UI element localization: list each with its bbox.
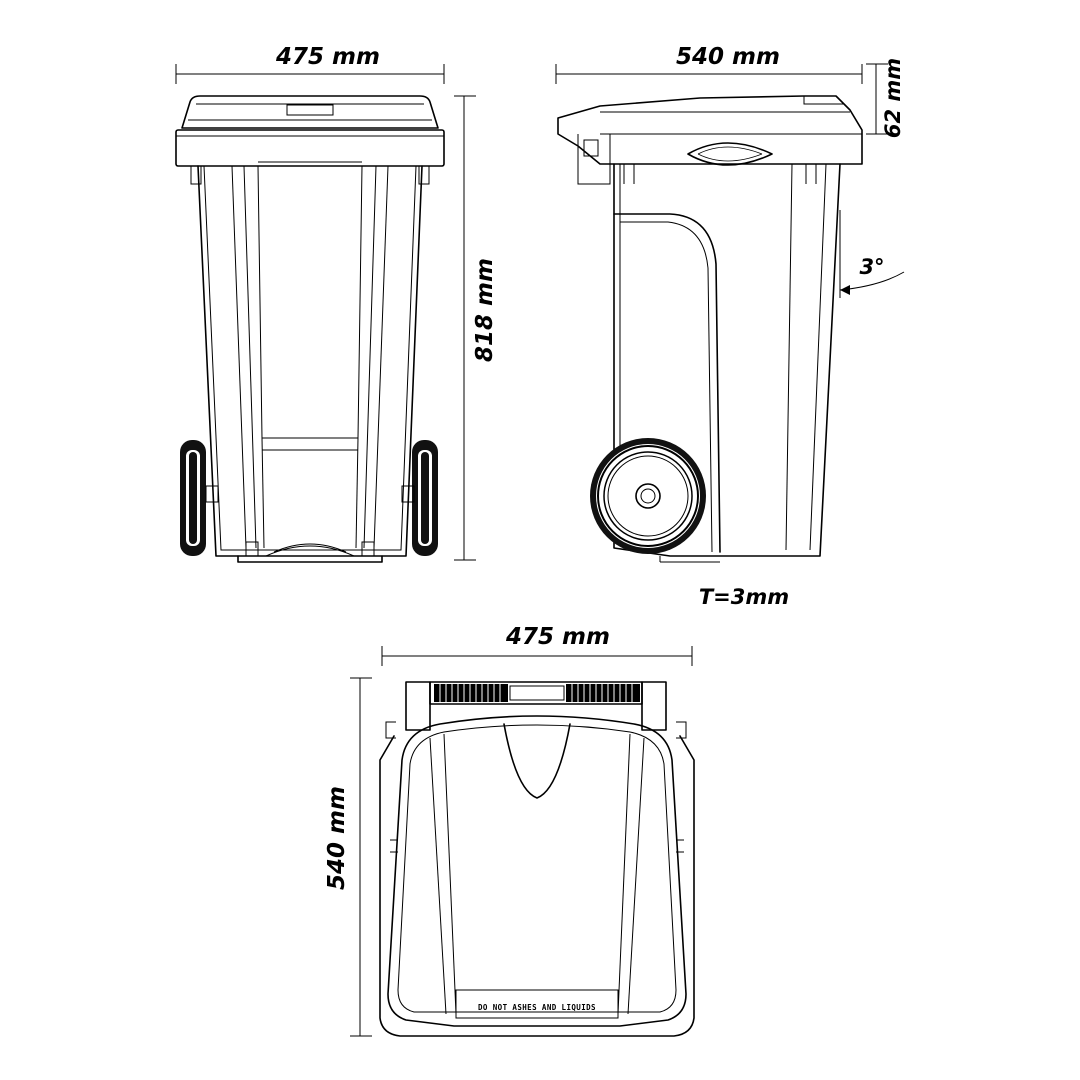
side-lid-height-label: 62 mm: [881, 58, 905, 138]
front-wheel-left: [180, 440, 219, 556]
top-lid: DO NOT ASHES AND LIQUIDS: [387, 715, 687, 1027]
side-lid-height-dimension: 62 mm: [866, 58, 905, 138]
side-view: 540 mm 62 mm: [555, 44, 905, 609]
top-view: 475 mm 540 mm: [324, 624, 695, 1037]
top-width-label: 475 mm: [505, 624, 610, 650]
front-lid: [175, 95, 445, 185]
lid-warning-text: DO NOT ASHES AND LIQUIDS: [478, 1003, 596, 1012]
side-angle-label: 3°: [859, 255, 884, 279]
front-body: [197, 161, 423, 563]
front-width-dimension: 475 mm: [175, 44, 445, 84]
front-height-dimension: 818 mm: [454, 95, 498, 561]
front-height-label: 818 mm: [472, 258, 498, 362]
side-lid: [557, 95, 863, 185]
side-body: [613, 163, 841, 563]
front-wheel-right: [401, 440, 438, 556]
side-wheel: [590, 438, 706, 554]
thickness-label: T=3mm: [699, 585, 789, 609]
top-body-outline: [379, 735, 695, 1037]
side-depth-dimension: 540 mm: [555, 44, 863, 84]
front-width-label: 475 mm: [275, 44, 380, 70]
side-depth-label: 540 mm: [676, 44, 780, 70]
side-angle-indicator: 3°: [839, 210, 905, 298]
top-width-dimension: 475 mm: [381, 624, 693, 666]
front-view: 475 mm 818 mm: [175, 44, 498, 563]
top-depth-dimension: 540 mm: [324, 677, 372, 1037]
top-depth-label: 540 mm: [324, 786, 350, 890]
top-handle: [385, 681, 687, 739]
